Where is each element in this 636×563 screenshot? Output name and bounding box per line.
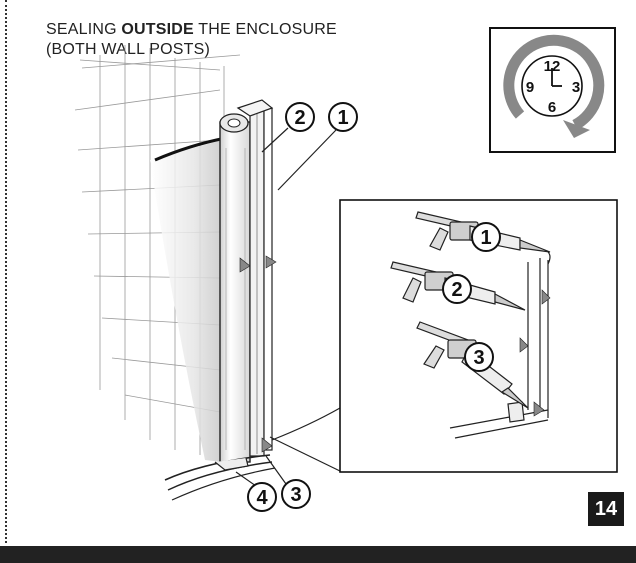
inset-callout-2: 2 (442, 274, 472, 304)
step-number-badge: 14 (588, 492, 624, 526)
callout-1: 1 (328, 102, 358, 132)
inset-callout-3: 3 (464, 342, 494, 372)
inset-callout-3-label: 3 (473, 347, 484, 369)
inset-callout-1-label: 1 (480, 227, 491, 249)
heading-suffix: THE ENCLOSURE (193, 21, 337, 38)
callout-1-label: 1 (337, 107, 348, 129)
callout-4: 4 (247, 482, 277, 512)
callout-3-label: 3 (290, 484, 301, 506)
glass-panel-shading (150, 140, 222, 462)
instruction-heading: SEALING OUTSIDE THE ENCLOSURE (BOTH WALL… (46, 20, 337, 60)
clock-12: 12 (544, 58, 561, 75)
callout-3: 3 (281, 479, 311, 509)
callout-2-label: 2 (294, 107, 305, 129)
inset-callout-2-label: 2 (451, 279, 462, 301)
caulking-detail-inset: 1 2 3 (339, 199, 618, 473)
heading-subtitle: (BOTH WALL POSTS) (46, 41, 211, 58)
wall-post (219, 99, 274, 463)
seal-arrow-bottom (261, 437, 273, 453)
callout-2: 2 (285, 102, 315, 132)
clock-6: 6 (548, 99, 556, 116)
base-tray (164, 454, 276, 501)
clock-3: 3 (572, 79, 580, 96)
clock-9: 9 (526, 79, 534, 96)
heading-emphasis: OUTSIDE (121, 21, 194, 38)
page-margin-dotted-line (5, 0, 7, 543)
seal-arrow-outer (265, 255, 277, 269)
inset-callout-1: 1 (471, 222, 501, 252)
callout-4-label: 4 (256, 487, 268, 509)
leader-lines (235, 127, 343, 487)
page-footer-bar (0, 546, 636, 563)
clockwise-direction-diagram: 12 3 6 9 (489, 27, 616, 153)
seal-arrow-inner (239, 257, 251, 273)
heading-prefix: SEALING (46, 21, 122, 38)
